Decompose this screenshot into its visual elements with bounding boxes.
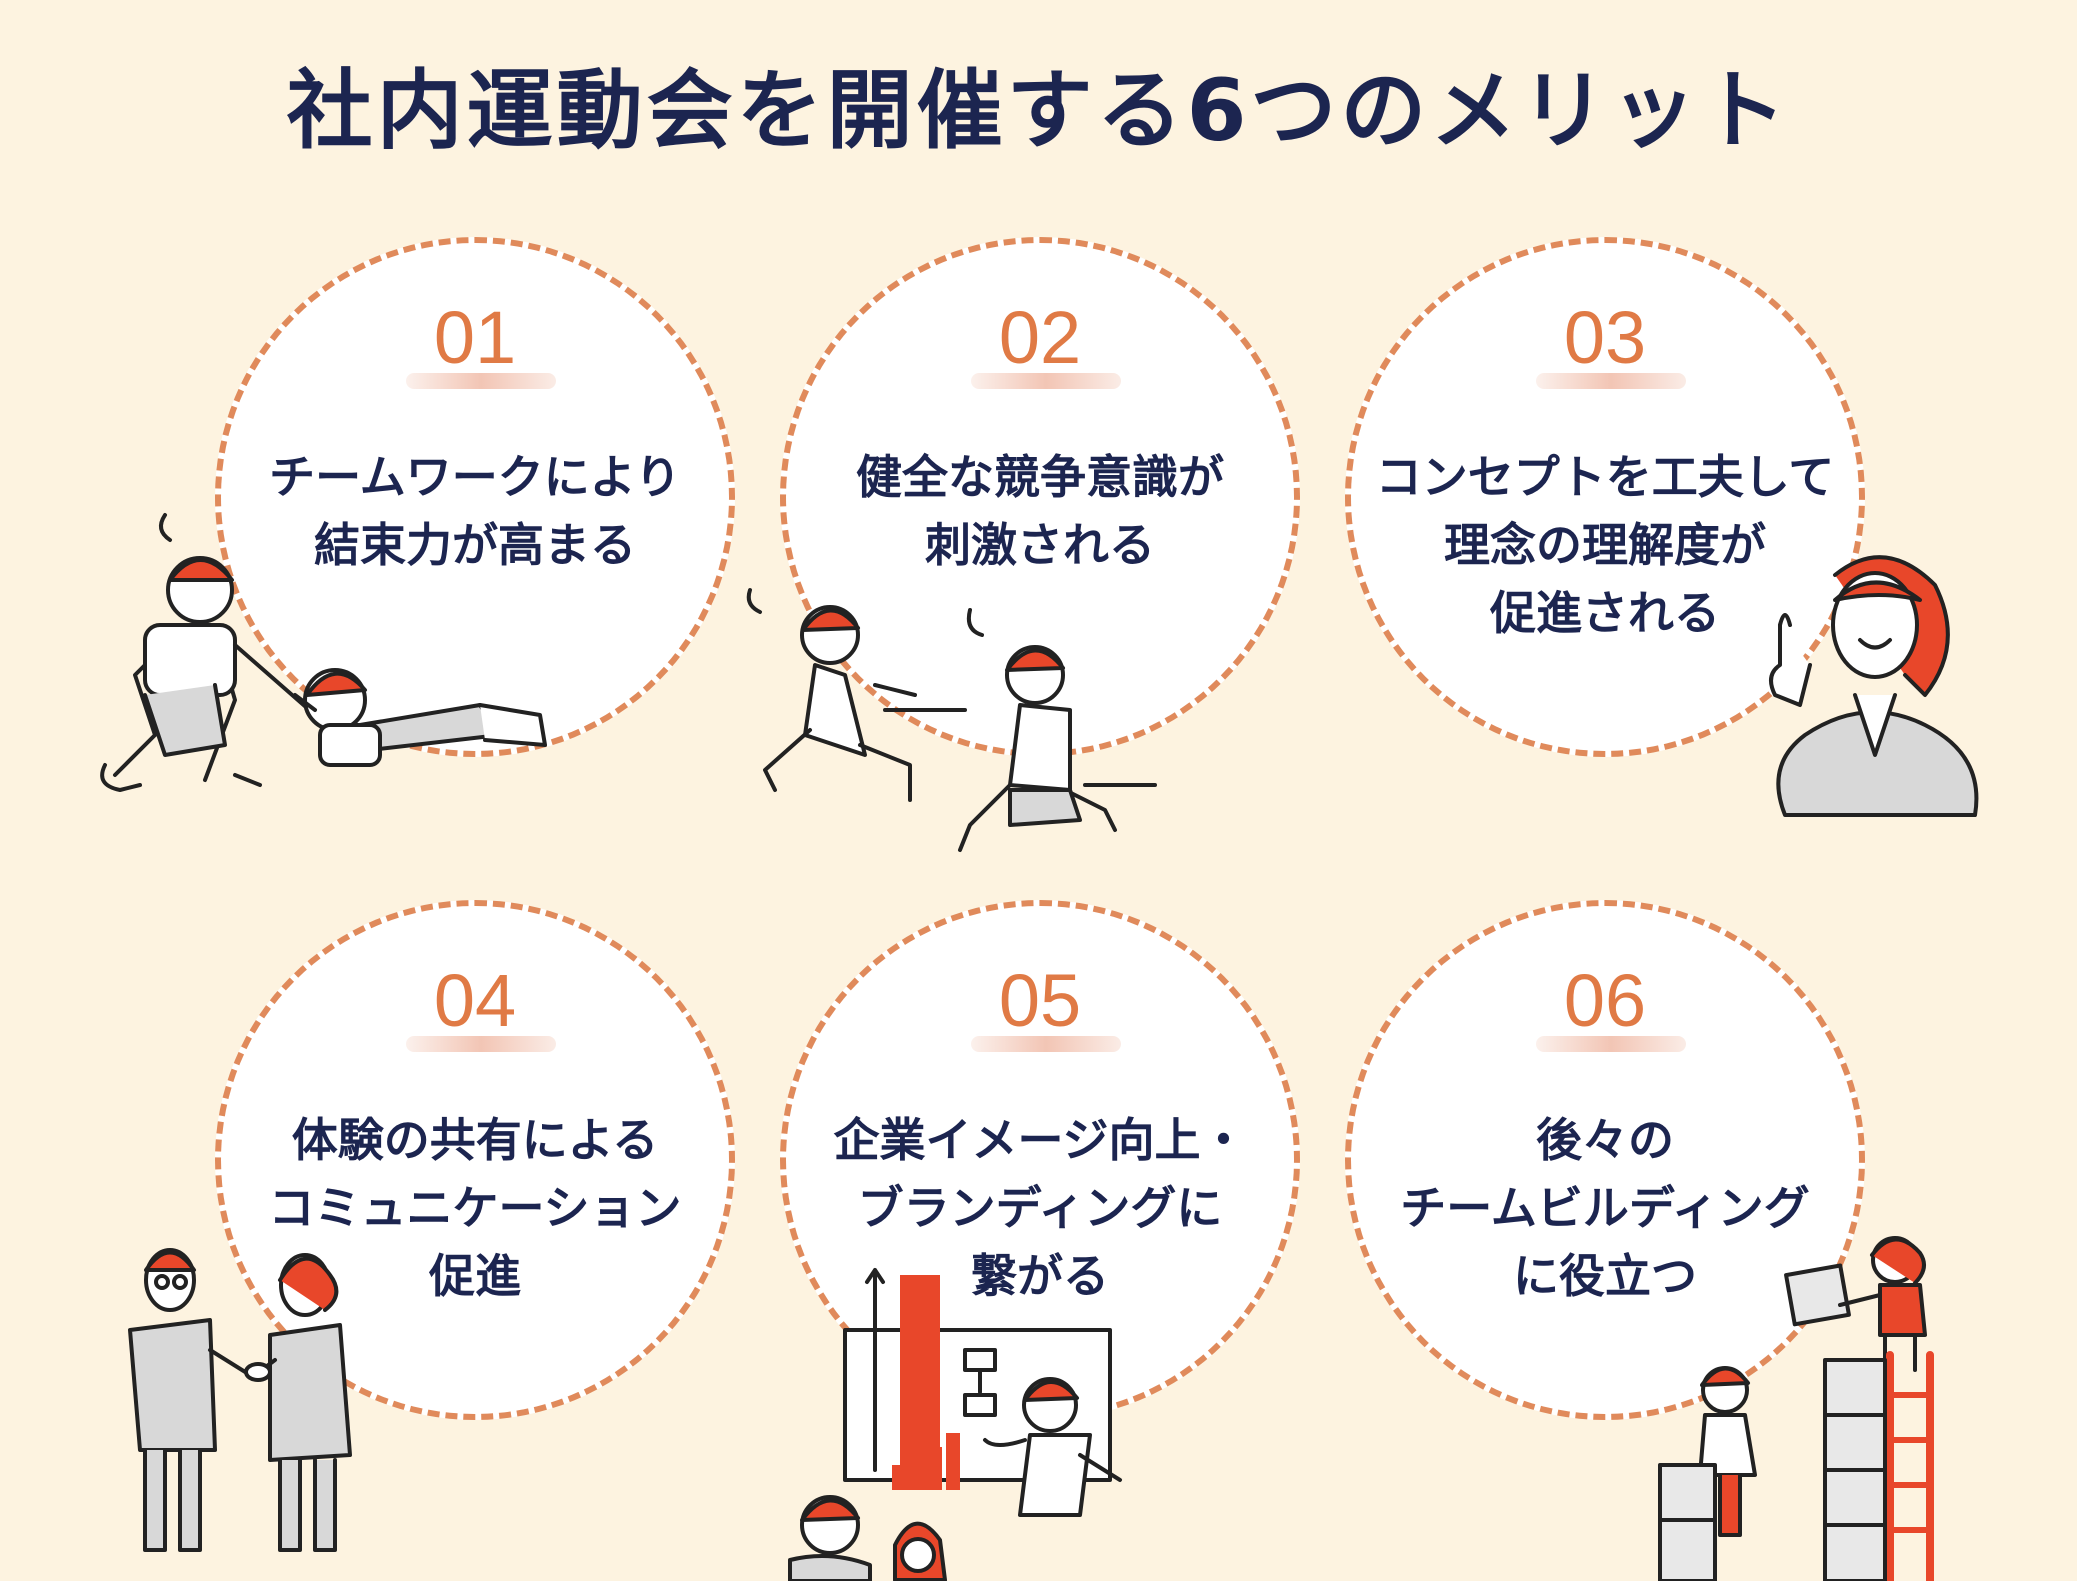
merit-text: 後々の チームビルディング に役立つ <box>1371 1106 1839 1310</box>
brush-stroke-decoration <box>971 1036 1121 1052</box>
merit-line: コミュニケーション <box>268 1181 682 1235</box>
merit-line: 体験の共有による <box>291 1113 659 1167</box>
brush-stroke-decoration <box>1536 1036 1686 1052</box>
page-title: 社内運動会を開催する6つのメリット <box>286 61 1791 161</box>
brush-stroke-decoration <box>1536 373 1686 389</box>
merit-line: 結束力が高まる <box>314 518 636 572</box>
merit-line: ブランディングに <box>857 1181 1223 1235</box>
merit-line: 繋がる <box>971 1249 1109 1303</box>
growth-chart-illustration <box>788 1268 1122 1581</box>
merit-line: 健全な競争意識が <box>856 450 1224 504</box>
brush-stroke-decoration <box>406 1036 556 1052</box>
merit-number: 04 <box>433 959 517 1042</box>
presenter-illustration <box>1769 555 1979 817</box>
merit-number: 02 <box>998 296 1082 379</box>
merit-text: チームワークにより 結束力が高まる <box>241 443 709 579</box>
helping-hand-illustration <box>100 513 547 792</box>
merit-line: 促進 <box>429 1249 521 1303</box>
merit-card-06: 06 後々の チームビルディング に役立つ <box>1345 900 1865 1420</box>
merit-line: チームワークにより <box>269 450 681 504</box>
merit-text: 健全な競争意識が 刺激される <box>806 443 1274 579</box>
merit-number: 01 <box>433 296 517 379</box>
merit-number: 03 <box>1563 296 1647 379</box>
merit-line: 促進される <box>1490 586 1720 640</box>
merit-line: コンセプトを工夫して <box>1375 450 1835 504</box>
merit-line: 後々の <box>1536 1113 1674 1167</box>
merit-card-04: 04 体験の共有による コミュニケーション 促進 <box>215 900 735 1420</box>
handshake-illustration <box>128 1248 352 1552</box>
runners-illustration <box>746 588 1157 852</box>
boxes-teamwork-illustration <box>1658 1236 1934 1581</box>
merit-text: 企業イメージ向上・ ブランディングに 繋がる <box>806 1106 1274 1310</box>
merit-number: 05 <box>998 959 1082 1042</box>
merit-card-01: 01 チームワークにより 結束力が高まる <box>215 237 735 757</box>
merit-line: 企業イメージ向上・ <box>833 1113 1247 1167</box>
brush-stroke-decoration <box>406 373 556 389</box>
merit-text: 体験の共有による コミュニケーション 促進 <box>241 1106 709 1310</box>
merit-line: 刺激される <box>925 518 1155 572</box>
merit-text: コンセプトを工夫して 理念の理解度が 促進される <box>1371 443 1839 647</box>
merit-line: 理念の理解度が <box>1444 518 1766 572</box>
merit-line: に役立つ <box>1513 1249 1697 1303</box>
merit-line: チームビルディング <box>1400 1181 1810 1235</box>
merit-number: 06 <box>1563 959 1647 1042</box>
brush-stroke-decoration <box>971 373 1121 389</box>
